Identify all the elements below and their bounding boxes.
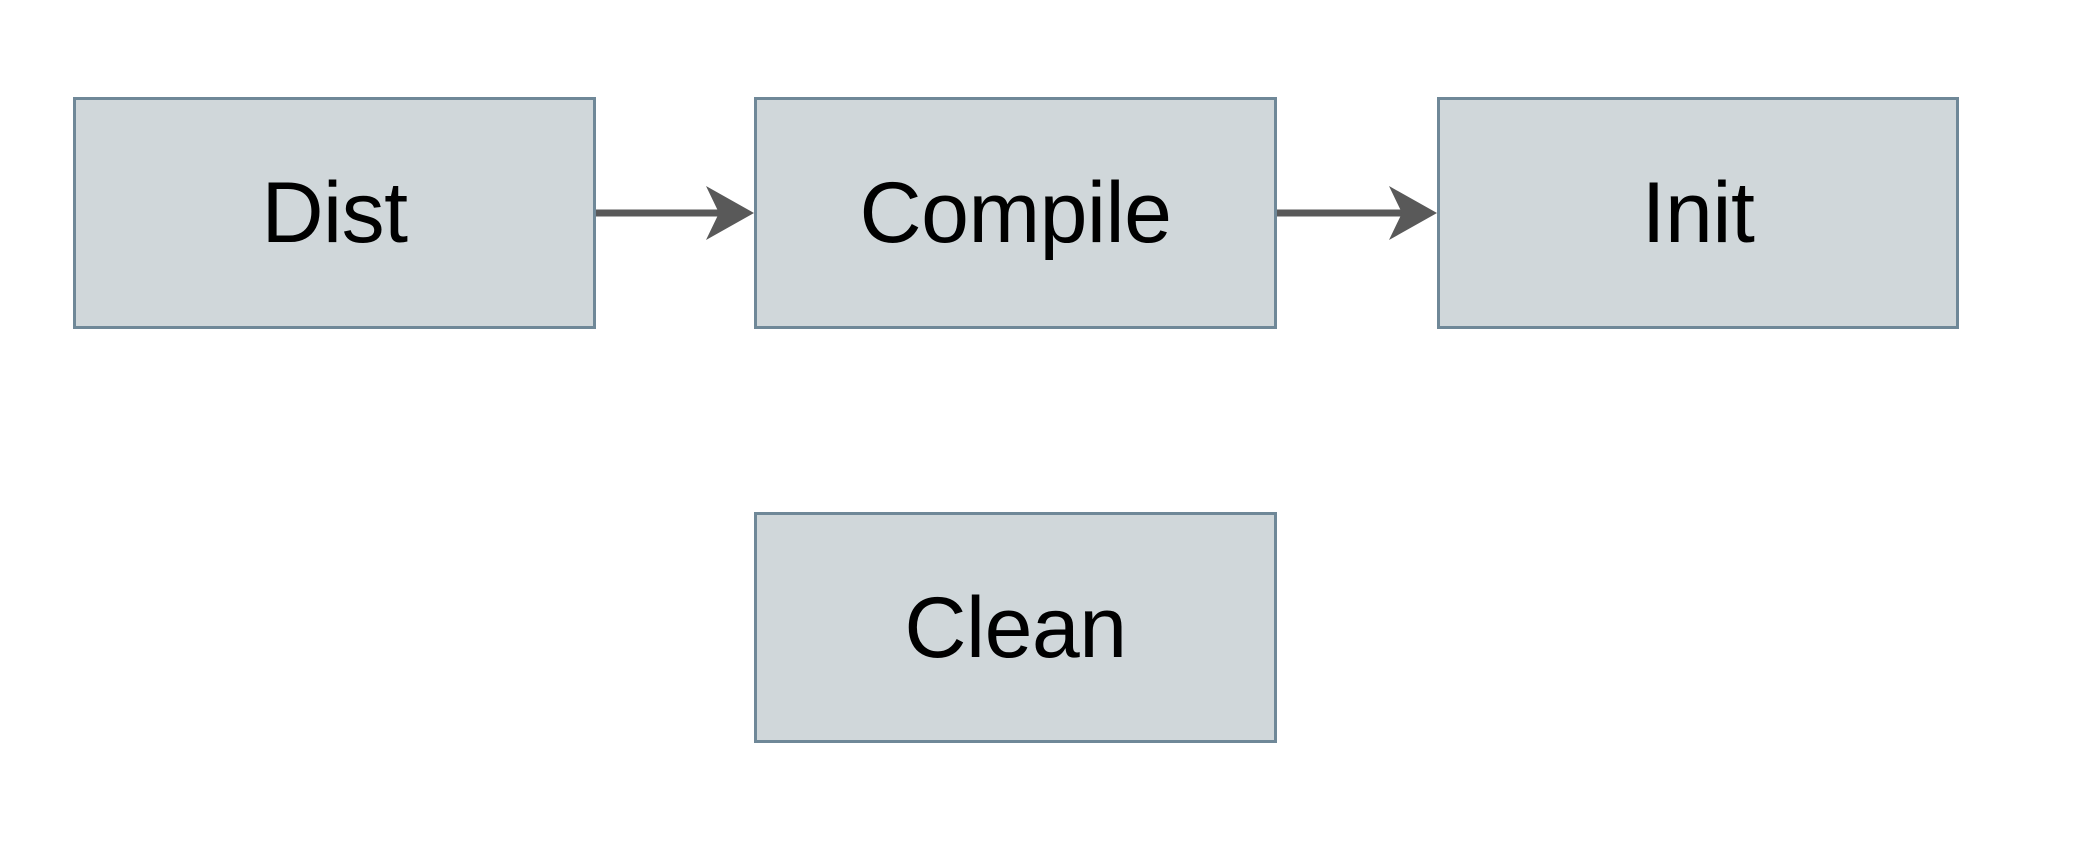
arrowhead-icon [706, 186, 754, 240]
node-label: Dist [261, 165, 408, 261]
node-init[interactable]: Init [1437, 97, 1959, 329]
node-clean[interactable]: Clean [754, 512, 1277, 743]
edge-compile-to-init[interactable] [1277, 186, 1437, 240]
edge-dist-to-compile[interactable] [596, 186, 754, 240]
node-label: Compile [859, 165, 1172, 261]
node-label: Clean [904, 579, 1127, 676]
node-label: Init [1641, 165, 1755, 261]
node-dist[interactable]: Dist [73, 97, 596, 329]
arrowhead-icon [1389, 186, 1437, 240]
node-compile[interactable]: Compile [754, 97, 1277, 329]
